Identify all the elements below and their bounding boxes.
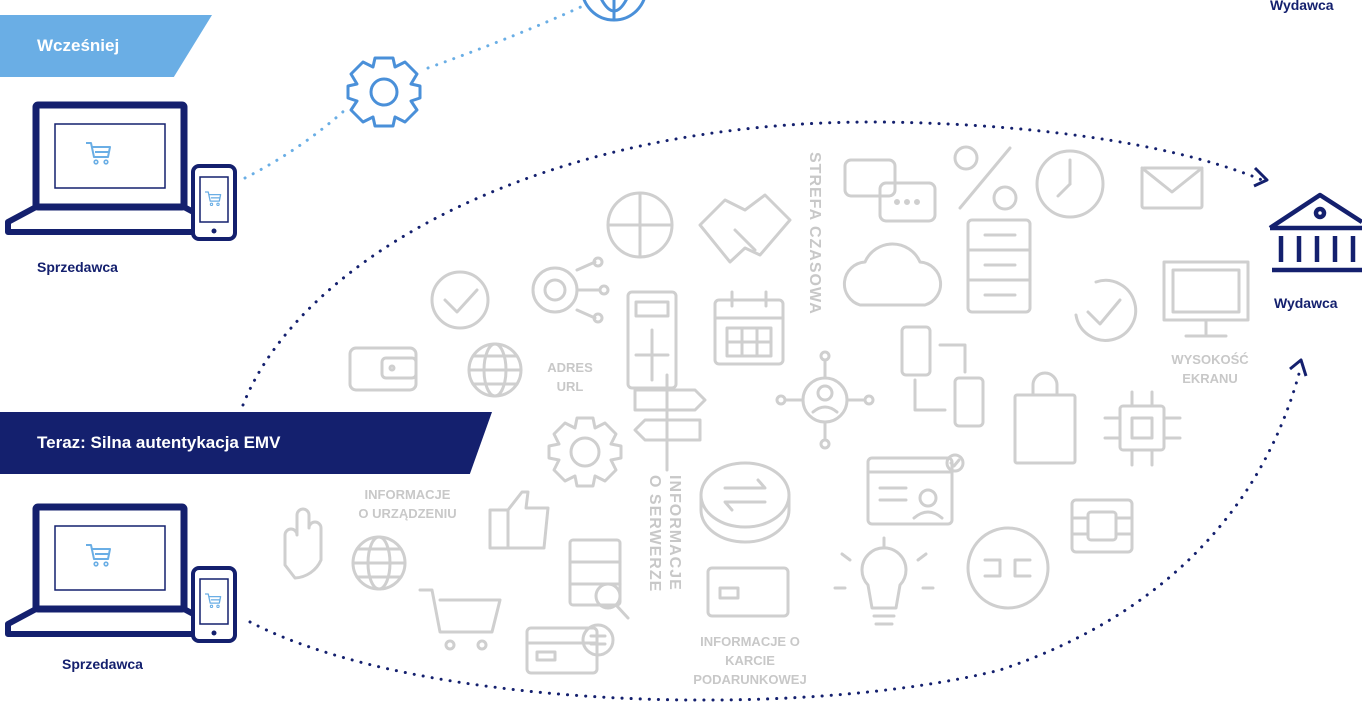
bank-icon	[1268, 192, 1362, 273]
label-info-serwer-col2: O SERWERZE	[646, 475, 663, 593]
data-icons	[283, 145, 1250, 675]
refresh-check-icon	[1074, 278, 1138, 342]
label-karta-line1: INFORMACJE O	[700, 634, 800, 649]
globe-icon	[467, 342, 523, 398]
arrow-head-lower	[1289, 358, 1308, 377]
calculator-icon	[626, 290, 678, 390]
label-info-urzadzenie: INFORMACJE O URZĄDZENIU	[340, 485, 475, 523]
hand-icon	[283, 507, 323, 580]
percent-icon	[953, 145, 1018, 211]
laptop-cart-icon	[5, 503, 215, 637]
gear-icon	[346, 56, 422, 128]
shopping-bag-icon	[1013, 371, 1077, 465]
arrow-head-upper	[1253, 166, 1269, 188]
old-path-merchant-gear	[243, 108, 347, 180]
label-karta-line2: KARCIE	[725, 653, 775, 668]
calendar-icon	[713, 290, 785, 366]
laptop-cart-icon	[5, 101, 215, 235]
issuer-label-right: Wydawca	[1274, 295, 1338, 311]
sync-devices-icon	[900, 325, 985, 428]
ai-gear-icon	[531, 256, 610, 324]
handshake-icon	[698, 193, 792, 264]
network-user-icon	[775, 350, 875, 450]
chat-icon	[843, 158, 937, 223]
plug-icon	[966, 526, 1050, 610]
phone-cart-icon	[191, 164, 237, 241]
label-wys-line2: EKRANU	[1182, 371, 1238, 386]
connection-paths	[241, 3, 1308, 702]
coin-exchange-icon	[699, 461, 791, 544]
monitor-icon	[1162, 260, 1250, 338]
label-info-serwer-col1: INFORMACJE	[666, 475, 683, 591]
cart-icon	[418, 588, 502, 651]
server-icon	[966, 218, 1032, 314]
label-karta-line3: PODARUNKOWEJ	[693, 672, 807, 687]
phone-cart-icon	[191, 566, 237, 643]
database-search-icon	[568, 538, 630, 620]
plus-circle-icon	[606, 191, 674, 259]
sim-chip-icon	[1070, 498, 1134, 554]
globe-icon	[351, 535, 407, 591]
label-adres-line2: URL	[556, 379, 584, 394]
merchant-label-top: Sprzedawca	[37, 259, 118, 275]
top-merchant-devices	[5, 101, 237, 241]
old-path-gear-globe	[426, 3, 587, 70]
chip-icon	[1103, 390, 1182, 467]
merchant-label-bottom: Sprzedawca	[62, 656, 143, 672]
globe-icon	[582, 0, 646, 22]
label-karta-podarunkowa: INFORMACJE O KARCIE PODARUNKOWEJ	[665, 632, 835, 689]
mail-icon	[1140, 166, 1204, 210]
label-wys-line1: WYSOKOŚĆ	[1171, 352, 1249, 367]
label-adres-url: ADRES URL	[535, 358, 605, 396]
thumbs-up-icon	[488, 490, 550, 550]
label-adres-line1: ADRES	[547, 360, 593, 375]
wallet-icon	[348, 346, 418, 392]
banner-earlier: Wcześniej	[0, 15, 212, 77]
check-circle-icon	[430, 270, 490, 330]
issuer-label-top: Wydawca	[1270, 0, 1334, 13]
card-transfer-icon	[525, 623, 615, 675]
bottom-merchant-devices	[5, 503, 237, 643]
label-info-urz-line1: INFORMACJE	[364, 487, 451, 502]
label-wysokosc-ekranu: WYSOKOŚĆ EKRANU	[1160, 350, 1260, 388]
label-strefa-czasowa: STREFA CZASOWA	[806, 152, 823, 315]
cloud-icon	[842, 242, 943, 307]
gift-card-icon	[706, 566, 790, 618]
emv-path-upper	[241, 120, 1264, 407]
label-info-urz-line2: O URZĄDZENIU	[358, 506, 457, 521]
banner-now: Teraz: Silna autentykacja EMV	[0, 412, 492, 474]
bulb-icon	[833, 536, 935, 626]
clock-icon	[1035, 149, 1105, 219]
profile-card-icon	[866, 453, 965, 526]
signpost-icon	[633, 373, 707, 472]
gear-icon	[547, 416, 623, 488]
